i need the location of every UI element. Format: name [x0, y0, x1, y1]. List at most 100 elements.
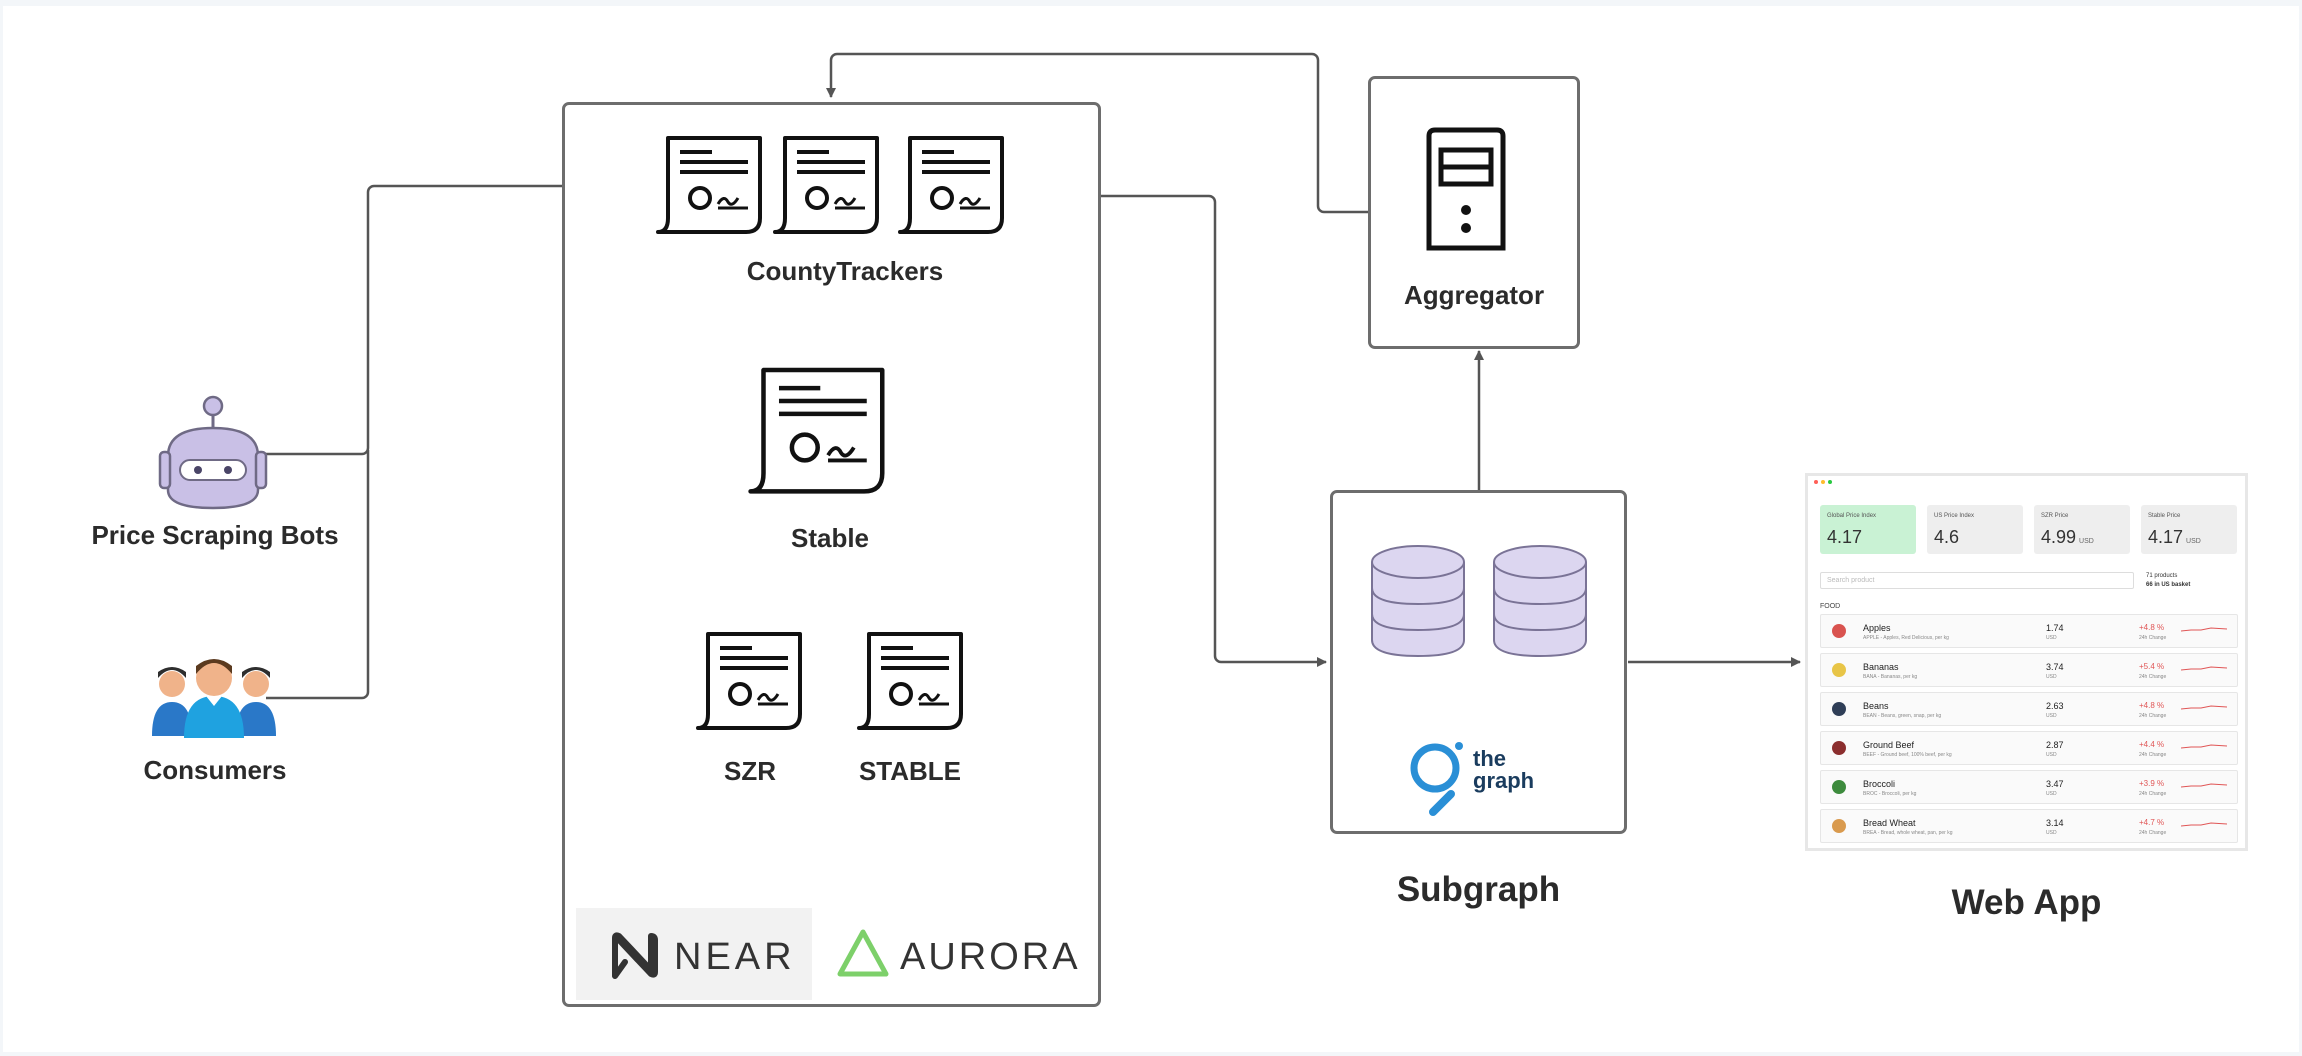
sparkline	[2181, 822, 2227, 827]
near-mark-icon	[612, 932, 658, 979]
price-card: Global Price Index 4.17	[1820, 505, 1916, 554]
contract-document-icon	[748, 367, 885, 494]
stable-contract-label: Stable	[790, 523, 870, 553]
web-app-label: Web App	[1951, 883, 2102, 922]
contract-document-icon	[773, 136, 879, 234]
robot-icon	[158, 395, 268, 510]
the-graph-mark-icon	[1410, 742, 1463, 816]
product-name: Apples	[1863, 623, 1891, 633]
basket-meta: 71 products 66 in US basket	[2146, 572, 2190, 590]
product-icon	[1832, 780, 1846, 794]
section-heading: FOOD	[1820, 603, 1841, 610]
product-icon	[1832, 741, 1846, 755]
aurora-wordmark: AURORA	[900, 936, 1081, 978]
product-change-label: 24h Change	[2139, 674, 2167, 680]
product-name: Beans	[1863, 701, 1889, 711]
people-group-icon	[152, 659, 276, 738]
aurora-mark-icon	[837, 929, 889, 977]
aggregator-label: Aggregator	[1403, 280, 1545, 310]
contract-document-icon	[696, 632, 802, 730]
bots-label: Price Scraping Bots	[91, 520, 339, 550]
price-card-title: US Price Index	[1934, 513, 1975, 519]
product-change: +5.4 %	[2139, 662, 2165, 671]
the-graph-logo: the graph	[1405, 740, 1555, 820]
price-card: US Price Index 4.6	[1927, 505, 2023, 554]
product-change: +4.7 %	[2139, 818, 2165, 827]
product-price: 2.87	[2046, 740, 2064, 750]
product-description: BREA - Bread, whole wheat, pan, per kg	[1863, 830, 1953, 836]
product-change-label: 24h Change	[2139, 635, 2167, 641]
price-card-title: Stable Price	[2148, 513, 2181, 519]
product-price: 3.47	[2046, 779, 2064, 789]
product-change: +4.8 %	[2139, 623, 2165, 632]
product-price: 3.14	[2046, 818, 2064, 828]
search-input[interactable]: Search product	[1820, 572, 2134, 589]
contract-document-icon	[857, 632, 963, 730]
subgraph-box	[1330, 490, 1627, 834]
product-icon	[1832, 663, 1846, 677]
product-name: Broccoli	[1863, 779, 1896, 789]
sparkline	[2181, 705, 2227, 710]
database-icon	[1493, 545, 1587, 658]
contract-document-icon	[898, 136, 1004, 234]
product-currency: USD	[2046, 752, 2057, 758]
product-currency: USD	[2046, 791, 2057, 797]
product-price: 2.63	[2046, 701, 2064, 711]
product-name: Bread Wheat	[1863, 818, 1916, 828]
basket-count: 66 in US basket	[2146, 582, 2191, 588]
product-price: 3.74	[2046, 662, 2064, 672]
product-icon	[1832, 819, 1846, 833]
the-graph-wordmark-2: graph	[1473, 768, 1535, 793]
the-graph-wordmark-1: the	[1473, 746, 1506, 771]
product-description: BANA - Bananas, per kg	[1863, 674, 1918, 680]
window-controls	[1814, 480, 1832, 484]
stable-token-label: STABLE	[858, 756, 962, 786]
price-card-number: 4.99	[2041, 527, 2077, 547]
near-logo: NEAR	[576, 908, 812, 1000]
price-card-value: 4.17	[1827, 527, 1865, 548]
consumers-label: Consumers	[143, 755, 287, 785]
product-currency: USD	[2046, 635, 2057, 641]
product-price: 1.74	[2046, 623, 2064, 633]
contracts-container	[562, 102, 1101, 1007]
product-icon	[1832, 624, 1846, 638]
price-card-title: Global Price Index	[1827, 513, 1877, 519]
product-change: +3.9 %	[2139, 779, 2165, 788]
product-currency: USD	[2046, 713, 2057, 719]
database-icon	[1371, 545, 1465, 658]
sparkline	[2181, 783, 2227, 788]
product-change: +4.4 %	[2139, 740, 2165, 749]
sparkline	[2181, 627, 2227, 632]
sparkline	[2181, 666, 2227, 671]
product-icon	[1832, 702, 1846, 716]
szr-label: SZR	[724, 756, 776, 786]
product-name: Bananas	[1863, 662, 1899, 672]
price-card-number: 4.6	[1934, 527, 1960, 547]
product-change-label: 24h Change	[2139, 752, 2167, 758]
aurora-logo: AURORA	[820, 908, 1082, 1000]
near-wordmark: NEAR	[674, 936, 796, 978]
product-change: +4.8 %	[2139, 701, 2165, 710]
price-card-title: SZR Price	[2041, 513, 2069, 519]
products-count: 71 products	[2146, 573, 2178, 579]
price-card-unit: USD	[2186, 538, 2201, 545]
product-description: APPLE - Apples, Red Delicious, per kg	[1863, 635, 1949, 641]
product-currency: USD	[2046, 830, 2057, 836]
product-description: BROC - Broccoli, per kg	[1863, 791, 1917, 797]
product-description: BEEF - Ground beef, 100% beef, per kg	[1863, 752, 1952, 758]
product-description: BEAN - Beans, green, snap, per kg	[1863, 713, 1942, 719]
product-change-label: 24h Change	[2139, 830, 2167, 836]
price-card-value: 4.6	[1934, 527, 1962, 548]
price-card-number: 4.17	[2148, 527, 2184, 547]
